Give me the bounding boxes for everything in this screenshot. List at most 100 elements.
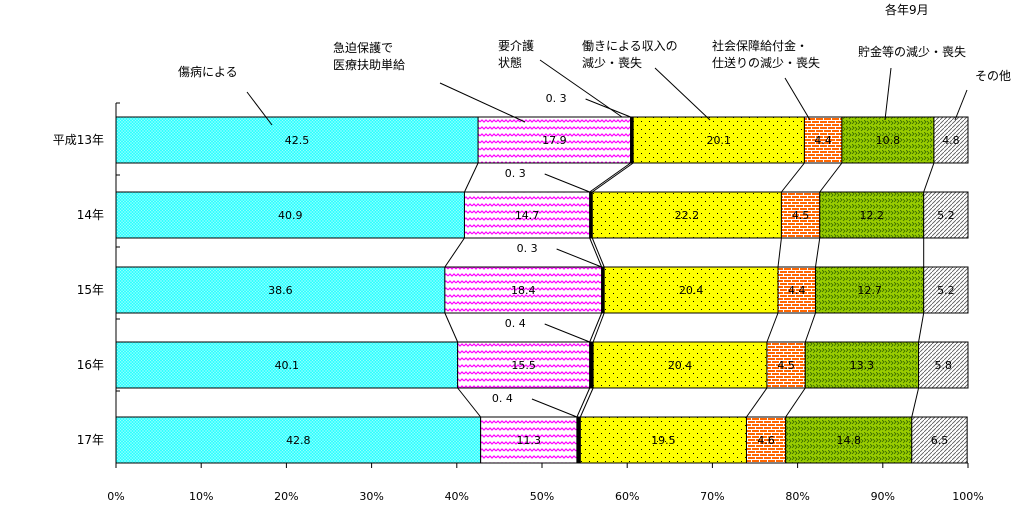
callout-line: 要介護: [498, 39, 535, 53]
connector-line: [444, 312, 459, 343]
data-label: 10.8: [875, 134, 901, 147]
x-tick-label: 60%: [614, 490, 640, 503]
data-label: 42.5: [284, 134, 310, 147]
bar-segment: [591, 191, 782, 239]
data-label: 22.2: [674, 209, 700, 222]
x-tick-label: 10%: [188, 490, 214, 503]
small-value-label: 0. 3: [516, 242, 538, 255]
callout-line: 急迫保護で: [333, 41, 394, 55]
leader-line: [556, 248, 602, 268]
bar-segment: [579, 416, 747, 464]
callout-leader-line: [539, 59, 623, 118]
connector-line: [785, 387, 806, 418]
x-tick-label: 0%: [107, 490, 125, 503]
connector-line: [923, 162, 935, 193]
callout-line: 社会保障給付金・: [712, 39, 809, 53]
callout-line: その他: [975, 69, 1012, 83]
callout-line: 働きによる収入の: [582, 39, 678, 53]
data-label: 19.5: [651, 434, 676, 447]
data-label: 15.5: [511, 359, 536, 372]
x-tick-label: 70%: [700, 490, 725, 503]
bar-segment: [115, 266, 446, 314]
data-label: 40.9: [277, 209, 303, 222]
data-label: 42.8: [286, 434, 311, 447]
callout-leader-line: [246, 91, 273, 126]
callout-leader-line: [654, 67, 711, 121]
leader-line: [544, 173, 590, 193]
connector-line: [781, 162, 805, 193]
data-label: 4.6: [757, 434, 775, 447]
category-label: 16年: [76, 358, 104, 372]
series-callout-label: 急迫保護で医療扶助単給: [333, 40, 405, 74]
bar-segment: [477, 116, 632, 164]
leader-line: [585, 98, 631, 118]
data-label: 14.7: [514, 209, 540, 222]
bar-segment: [933, 116, 969, 164]
x-tick-label: 90%: [870, 490, 896, 503]
bar-segment: [804, 341, 920, 389]
data-label: 20.4: [678, 284, 704, 297]
leader-line: [531, 398, 578, 418]
connector-line: [777, 237, 782, 268]
data-label: 20.4: [667, 359, 693, 372]
bar-segment: [444, 266, 603, 314]
data-label: 4.5: [777, 359, 795, 372]
connector-line: [746, 387, 768, 418]
callout-leader-line: [884, 67, 892, 121]
connector-line: [589, 312, 603, 343]
callout-line: 仕送りの減少・喪失: [712, 56, 821, 70]
callout-line: 医療扶助単給: [333, 58, 406, 72]
connector-line: [589, 162, 631, 193]
bar-segment: [592, 341, 768, 389]
bar-segment: [841, 116, 935, 164]
connector-line: [591, 237, 605, 268]
series-callout-label: 働きによる収入の減少・喪失: [582, 38, 678, 72]
connector-line: [592, 312, 605, 343]
data-label: 5.2: [937, 284, 955, 297]
data-label: 4.4: [787, 284, 806, 297]
connector-line: [804, 312, 816, 343]
connector-line: [579, 387, 594, 418]
bar-segment: [115, 191, 465, 239]
data-label: 6.5: [930, 434, 949, 447]
callout-leader-line: [954, 89, 968, 121]
data-label: 18.4: [510, 284, 536, 297]
bar-segment: [814, 266, 925, 314]
connector-line: [766, 312, 779, 343]
x-tick-label: 20%: [274, 490, 299, 503]
data-label: 5.2: [937, 209, 955, 222]
date-note: 各年9月: [885, 3, 929, 17]
bar-segment: [918, 341, 969, 389]
data-label: 5.8: [934, 359, 953, 372]
bar-segment: [766, 341, 806, 389]
series-callout-label: 要介護状態: [498, 38, 534, 72]
connector-line: [457, 387, 482, 418]
data-label: 11.3: [516, 434, 542, 447]
leader-line: [544, 323, 590, 343]
bar-segment: [923, 266, 969, 314]
connector-line: [911, 387, 920, 418]
data-label: 17.9: [542, 134, 567, 147]
data-label: 20.1: [706, 134, 732, 147]
data-label: 38.6: [268, 284, 293, 297]
connector-line: [591, 162, 634, 193]
data-label: 4.8: [942, 134, 960, 147]
category-label: 17年: [76, 433, 104, 447]
callout-line: 減少・喪失: [582, 56, 643, 70]
connector-line: [464, 162, 479, 193]
connector-line: [918, 312, 925, 343]
bar-segment: [923, 191, 969, 239]
data-label: 13.3: [849, 359, 875, 372]
small-value-label: 0. 4: [504, 317, 526, 330]
connector-line: [814, 237, 821, 268]
callout-line: 傷病による: [178, 65, 238, 79]
callout-leader-line: [784, 77, 811, 121]
small-value-label: 0. 3: [545, 92, 567, 105]
bar-segment: [745, 416, 787, 464]
bar-segment: [457, 341, 591, 389]
category-label: 15年: [76, 283, 104, 297]
series-callout-label: その他: [975, 68, 1011, 85]
callout-line: 貯金等の減少・喪失: [858, 45, 967, 59]
